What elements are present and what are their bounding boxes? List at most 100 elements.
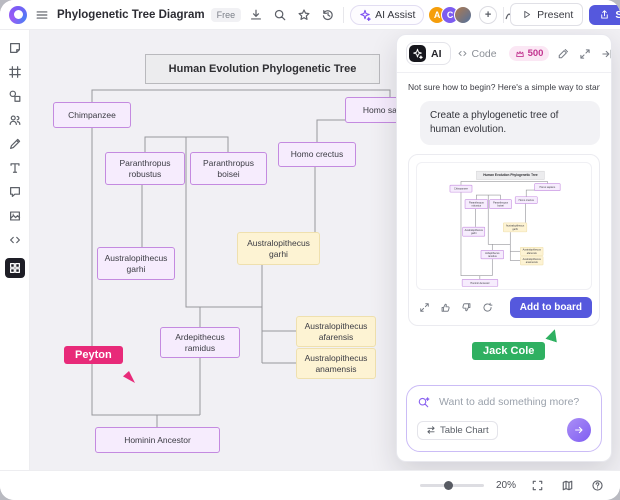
present-label: Present (537, 8, 574, 21)
zoom-slider-knob[interactable] (443, 481, 453, 490)
team-tool[interactable] (5, 110, 25, 130)
invite-button[interactable]: + (479, 5, 498, 24)
app-logo[interactable] (9, 5, 27, 24)
tab-code-label: Code (471, 47, 497, 60)
collapse-panel-icon[interactable] (599, 46, 611, 62)
thumbs-up-icon[interactable] (437, 300, 453, 316)
chip-label: Table Chart (440, 424, 489, 436)
expand-panel-icon[interactable] (577, 46, 593, 62)
tree-node[interactable]: Paranthropus boisei (489, 199, 512, 209)
tree-node[interactable]: Australopithecus afarensis (520, 246, 544, 256)
download-icon[interactable] (247, 6, 265, 24)
prompt-input-container: Table Chart (406, 385, 602, 452)
star-icon[interactable] (295, 6, 313, 24)
history-icon[interactable] (319, 6, 337, 24)
tree-node[interactable]: Australopithecus anamensis (520, 256, 544, 266)
status-bar: 20% (0, 470, 620, 500)
chat-body: Not sure how to begin? Here's a simple w… (397, 73, 611, 385)
cursor-name-label: Jack Cole (483, 345, 535, 357)
ai-assist-label: AI Assist (375, 8, 416, 21)
shapes-tool[interactable] (5, 86, 25, 106)
share-icon (599, 9, 610, 20)
send-button[interactable] (567, 418, 591, 442)
tab-code[interactable]: Code (457, 48, 497, 60)
tree-node[interactable]: Paranthropus robustus (464, 199, 488, 209)
send-arrow-icon (573, 424, 585, 436)
help-icon[interactable] (588, 477, 606, 495)
cursor-name-label: Peyton (75, 349, 112, 361)
tree-node[interactable]: Australopithecus garhi (503, 222, 528, 233)
tool-sidebar (0, 30, 30, 470)
tree-node[interactable]: Australopithecus garhi (237, 232, 320, 265)
table-chart-chip[interactable]: Table Chart (417, 420, 498, 440)
sticky-note-tool[interactable] (5, 38, 25, 58)
present-button[interactable]: Present (510, 3, 584, 26)
image-tool[interactable] (5, 206, 25, 226)
magic-search-icon (417, 396, 430, 409)
prompt-input[interactable] (437, 395, 591, 409)
code-icon (457, 48, 468, 59)
tree-node[interactable]: Ardepithecus ramidus (160, 327, 240, 358)
tab-ai-label: AI (431, 47, 442, 60)
tree-node[interactable]: Homo sapiens (534, 183, 561, 191)
diagram-title[interactable]: Human Evolution Phylogenetic Tree (476, 170, 545, 180)
jack-cursor-arrow-icon (546, 327, 561, 342)
user-message: Create a phylogenetic tree of human evol… (420, 101, 600, 145)
crown-icon (515, 49, 525, 59)
code-tool[interactable] (5, 230, 25, 250)
tree-node[interactable]: Homo crectus (514, 196, 538, 204)
tree-node[interactable]: Homo crectus (278, 142, 356, 167)
share-label: Share (615, 8, 620, 21)
tree-node[interactable]: Hominin Ancestor (95, 427, 220, 453)
tree-node[interactable]: Chimpanzee (53, 102, 131, 128)
frame-tool[interactable] (5, 62, 25, 82)
tree-node[interactable]: Chimpanzee (449, 184, 473, 193)
tree-node[interactable]: Ardepithecus ramidus (480, 250, 504, 260)
swap-icon (426, 425, 436, 435)
intro-text: Not sure how to begin? Here's a simple w… (408, 82, 600, 92)
search-icon[interactable] (271, 6, 289, 24)
thumbs-down-icon[interactable] (458, 300, 474, 316)
comment-tool[interactable] (5, 182, 25, 202)
regenerate-icon[interactable] (479, 300, 495, 316)
menu-icon[interactable] (33, 6, 51, 24)
sparkle-icon (359, 9, 371, 21)
add-to-board-button[interactable]: Add to board (509, 297, 592, 318)
collaborator-cursor-peyton: Peyton (64, 346, 123, 364)
tree-node[interactable]: Hominin Ancestor (461, 279, 499, 287)
top-toolbar: Phylogenetic Tree Diagram Free AI Assist… (0, 0, 620, 30)
credits-badge[interactable]: 500 (508, 46, 550, 61)
tab-ai[interactable]: AI (406, 42, 451, 65)
divider (503, 6, 505, 23)
diagram-title[interactable]: Human Evolution Phylogenetic Tree (145, 54, 380, 84)
share-button[interactable]: Share (589, 4, 620, 25)
collaborator-cursor-jack: Jack Cole (472, 342, 545, 360)
tree-node[interactable]: Australopithecus anamensis (296, 348, 376, 379)
tree-node[interactable]: Paranthropus boisei (190, 152, 267, 185)
fit-screen-icon[interactable] (528, 477, 546, 495)
minimap-icon[interactable] (558, 477, 576, 495)
response-actions: Add to board (416, 290, 592, 318)
text-tool[interactable] (5, 158, 25, 178)
zoom-slider[interactable] (419, 481, 484, 490)
credits-count: 500 (527, 48, 544, 59)
ai-assist-button[interactable]: AI Assist (350, 4, 425, 25)
tree-node[interactable]: Australopithecus garhi (462, 226, 486, 237)
ai-sparkle-icon (409, 45, 426, 62)
apps-tool[interactable] (4, 258, 25, 278)
tree-node[interactable]: Australopithecus garhi (97, 247, 175, 280)
tree-node[interactable]: Australopithecus afarensis (296, 316, 376, 347)
zoom-level[interactable]: 20% (495, 480, 516, 491)
ai-assist-panel: AI Code 500 Not sure h (396, 34, 612, 462)
play-icon (520, 8, 533, 21)
pen-tool[interactable] (5, 134, 25, 154)
user-avatar[interactable] (454, 5, 473, 24)
document-title[interactable]: Phylogenetic Tree Diagram (57, 8, 205, 21)
tree-node[interactable]: Paranthropus robustus (105, 152, 185, 185)
new-chat-icon[interactable] (555, 46, 571, 62)
preview-expand-icon[interactable] (416, 300, 432, 316)
